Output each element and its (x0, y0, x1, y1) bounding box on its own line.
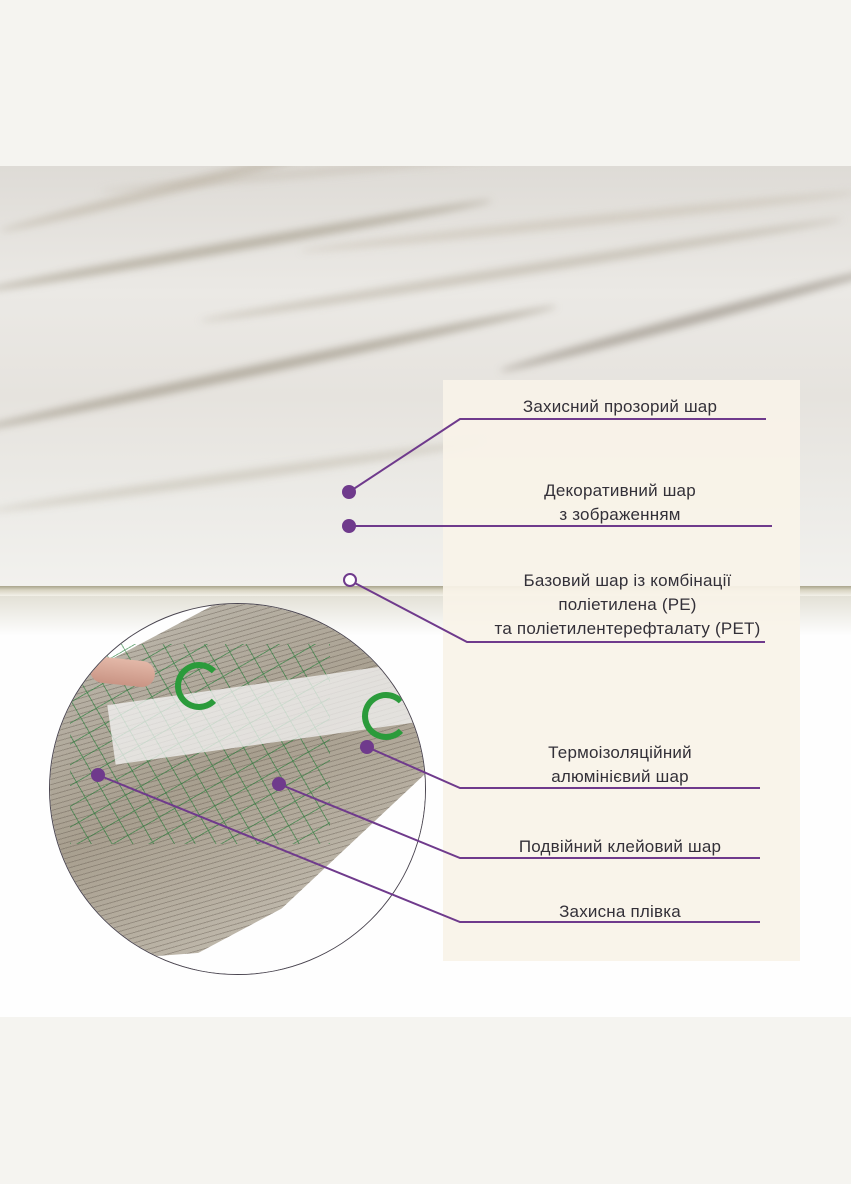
label-line: Декоративний шар (544, 481, 696, 500)
green-logo-mark (362, 692, 410, 740)
label-double-adhesive-layer: Подвійний клейовий шар (518, 837, 722, 856)
label-protective-film: Захисна плівка (559, 902, 681, 921)
label-protective-transparent-layer: Захисний прозорий шар (522, 397, 718, 416)
label-line: та поліетилентерефталату (PET) (494, 619, 761, 638)
bottom-background-band (0, 1017, 851, 1184)
label-base-layer: Базовий шар із комбінації поліетилена (P… (455, 569, 800, 641)
green-logo-mark (175, 662, 223, 710)
top-background-band (0, 0, 851, 166)
label-thermal-aluminium-layer: Термоізоляційний алюмінієвий шар (470, 741, 770, 789)
label-line: Базовий шар із комбінації (523, 571, 732, 590)
label-line: Термоізоляційний (548, 743, 692, 762)
label-panel (443, 380, 800, 961)
magnified-backing-circle (49, 603, 426, 975)
label-line: алюмінієвий шар (551, 767, 689, 786)
label-decorative-layer: Декоративний шар з зображенням (470, 479, 770, 527)
label-line: з зображенням (559, 505, 681, 524)
label-line: поліетилена (PE) (558, 595, 697, 614)
